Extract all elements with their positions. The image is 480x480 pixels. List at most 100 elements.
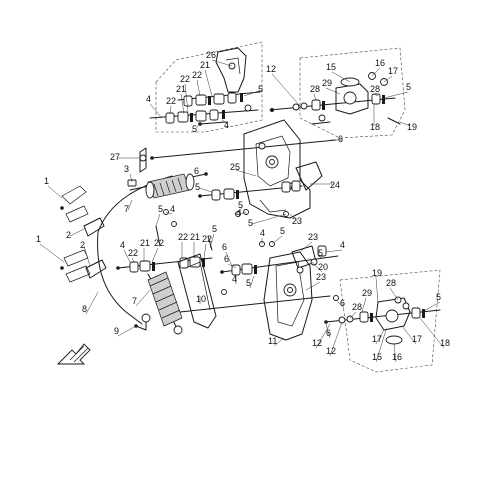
leader-line [180,93,185,115]
callout-15: 15 [372,352,382,362]
leader-line [251,213,287,225]
callout-4: 4 [120,240,125,250]
leader-line [373,93,379,97]
callout-5: 5 [436,292,441,302]
callout-4: 4 [224,120,229,130]
callout-18: 18 [440,338,450,348]
leader-line [299,241,313,253]
leader-line [325,87,341,95]
callout-8: 8 [82,304,87,314]
leader-line [221,119,229,125]
leader-line [325,249,343,253]
lower-left-bushing-row [116,225,213,273]
callout-16: 16 [392,352,402,362]
leader-line [131,257,135,263]
lower-bushing-row [149,104,259,124]
callout-2: 2 [80,240,85,250]
leader-line [165,211,173,215]
callout-6: 6 [338,134,343,144]
leader-line [47,185,63,199]
callout-22: 22 [180,74,190,84]
callout-5: 5 [246,278,251,288]
leader-line [211,59,233,67]
leader-line [169,105,172,115]
leader-line [317,255,323,259]
leader-line [227,263,237,269]
leader-line [203,243,207,259]
callout-19: 19 [407,122,417,132]
leader-line [204,69,213,97]
leader-line [197,173,207,177]
callout-28: 28 [310,84,320,94]
leader-line [129,173,133,183]
callout-26: 26 [206,50,216,60]
callout-5: 5 [195,182,200,192]
callout-4: 4 [236,208,241,218]
callout-20: 20 [318,262,328,272]
callout-5: 5 [248,218,253,228]
callout-5: 5 [280,226,285,236]
callout-21: 21 [190,232,200,242]
callout-22: 22 [178,232,188,242]
stabilizer-bar [60,147,173,325]
leader-line [311,261,323,273]
leader-line [375,329,387,363]
callout-21: 21 [200,60,210,70]
callout-9: 9 [114,326,119,336]
callout-11: 11 [268,336,277,346]
callout-25: 25 [230,162,240,172]
leader-line [371,67,381,77]
leader-line [331,71,351,83]
leader-line [399,121,411,127]
leader-line [239,205,243,213]
leader-line [235,169,257,177]
upper-a-arm-bushing-assembly [149,47,261,126]
callout-23: 23 [308,232,318,242]
callout-23: 23 [316,272,326,282]
callout-5: 5 [212,224,217,234]
upper-knuckle-bushing-assembly [269,72,401,125]
leader-line [184,83,189,113]
leader-line [83,245,91,267]
leader-line [375,329,385,345]
lower-tie-bolt [179,295,331,313]
leader-line [349,311,357,319]
callout-28: 28 [386,278,396,288]
leader-line [85,291,99,315]
callout-21: 21 [140,238,150,248]
callout-5: 5 [158,204,163,214]
callout-27: 27 [110,152,120,162]
lower-knuckle-bushing-assembly [324,296,441,345]
callout-24: 24 [330,180,340,190]
rear-subframe-carrier [243,119,323,219]
callout-3: 3 [124,164,129,174]
leader-line [389,287,399,301]
callout-12: 12 [312,338,322,348]
callout-5: 5 [192,124,197,134]
upper-shock-absorber [129,172,208,199]
leader-line [421,301,441,313]
callout-22: 22 [192,70,202,80]
leader-line [249,275,255,289]
callout-6: 6 [222,242,227,252]
callout-4: 4 [260,228,265,238]
front-direction-arrow-icon [56,343,91,365]
callout-4: 4 [232,274,237,284]
callout-1: 1 [44,176,49,186]
lower-shock-absorber [141,271,183,335]
callout-17: 17 [388,66,398,76]
leader-line [325,323,331,339]
upper-knuckle-bushing-group-box [299,47,406,139]
callout-16: 16 [375,58,385,68]
upper-mount-bracket [215,47,247,93]
callout-4: 4 [170,204,175,214]
callout-15: 15 [326,62,336,72]
leader-line [335,299,345,309]
upper-bushing-row [177,91,261,107]
callout-22: 22 [166,96,176,106]
callout-29: 29 [322,78,332,88]
leader-line [383,75,393,83]
callout-6: 6 [340,298,345,308]
callout-21: 21 [176,84,186,94]
lower-right-arm-assembly [220,245,339,341]
